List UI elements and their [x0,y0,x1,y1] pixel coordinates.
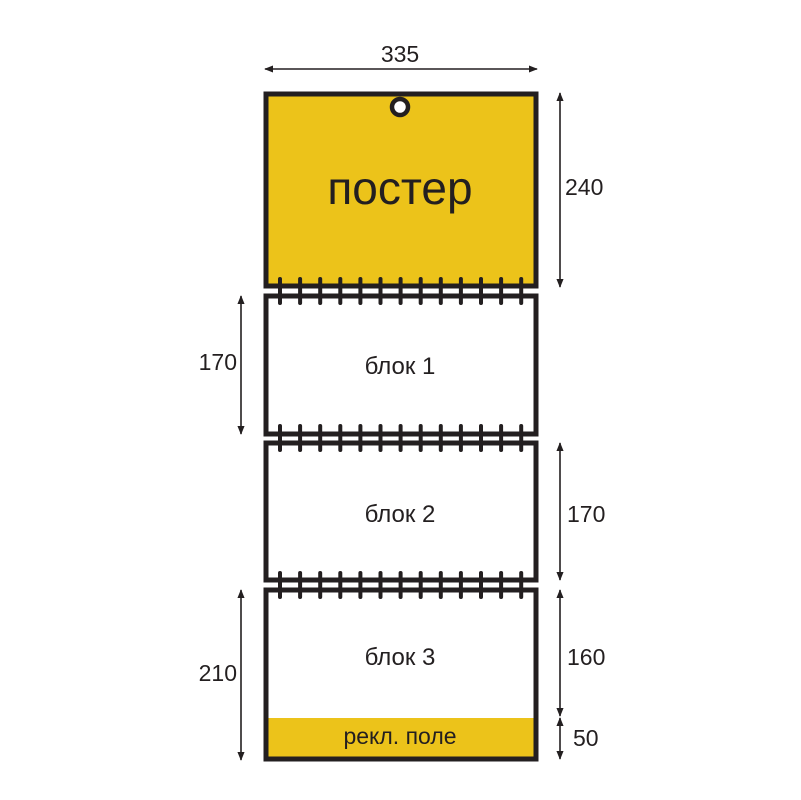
spiral-binding-1 [278,277,524,305]
block-1-panel [263,293,539,437]
hanging-hole-icon [389,96,411,118]
block-3-label: блок 3 [365,644,436,671]
poster-height-label: 240 [565,174,603,200]
poster-panel [263,91,539,289]
block-2-label: блок 2 [365,501,436,528]
width-dimension-label: 335 [381,41,419,67]
spiral-binding-2 [278,424,524,452]
block-1-label: блок 1 [365,353,436,380]
ad-height-label: 50 [573,725,599,751]
block-3-calendar-height-label: 160 [567,644,605,670]
block-3-total-height-label: 210 [199,660,237,686]
block-2-height-label: 170 [567,501,605,527]
poster-label: постер [327,162,472,214]
ad-field-label: рекл. поле [343,723,456,749]
spiral-binding-3 [278,571,524,599]
block-1-height-label: 170 [199,349,237,375]
ad-field-panel [266,718,536,759]
